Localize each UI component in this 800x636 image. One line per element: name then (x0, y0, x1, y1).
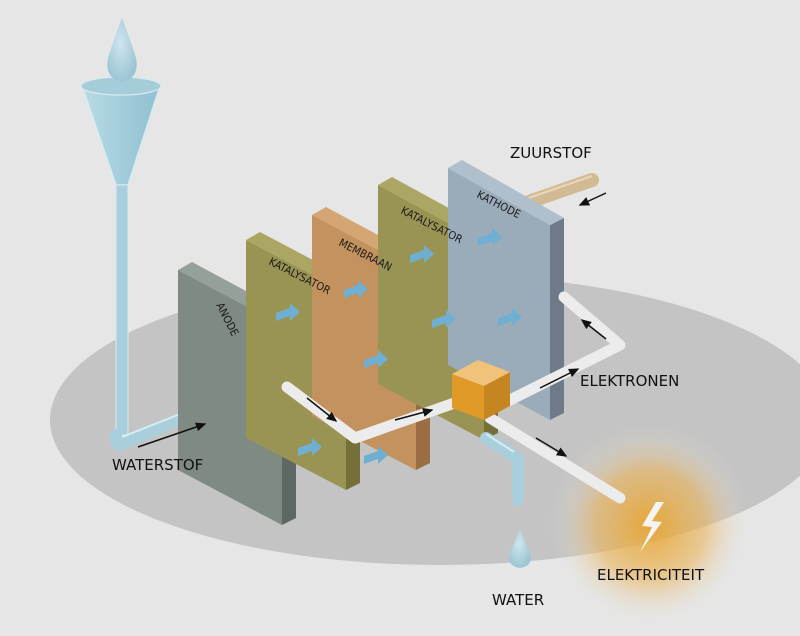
lightning-bolt-icon (640, 502, 664, 552)
label-elektriciteit: ELEKTRICITEIT (597, 566, 705, 584)
label-elektronen: ELEKTRONEN (580, 372, 679, 390)
ion-arrows (276, 228, 522, 464)
hydrogen-funnel (80, 76, 234, 451)
label-water: WATER (492, 591, 544, 609)
junction-box (452, 360, 510, 420)
ion-arrow-icon (298, 438, 322, 456)
ion-arrow-icon (432, 310, 456, 328)
label-zuurstof: ZUURSTOF (510, 144, 592, 162)
plate-kathode (448, 160, 564, 420)
ion-arrow-icon (344, 280, 368, 298)
ion-arrow-icon (276, 303, 300, 321)
electron-arrows (137, 192, 607, 457)
ion-arrow-icon (498, 308, 522, 326)
ion-arrow-icon (364, 446, 388, 464)
water-drop-icon (107, 18, 137, 82)
ion-arrow-icon (364, 350, 388, 368)
water-outlet-highlight (485, 433, 515, 453)
ion-arrow-icon (478, 228, 502, 246)
oxygen-pipe-highlight (519, 175, 593, 202)
label-waterstof: WATERSTOF (112, 456, 203, 474)
ion-arrow-icon (410, 245, 434, 263)
water-drop-icon (509, 528, 531, 568)
water-outlet-pipe (480, 432, 524, 506)
